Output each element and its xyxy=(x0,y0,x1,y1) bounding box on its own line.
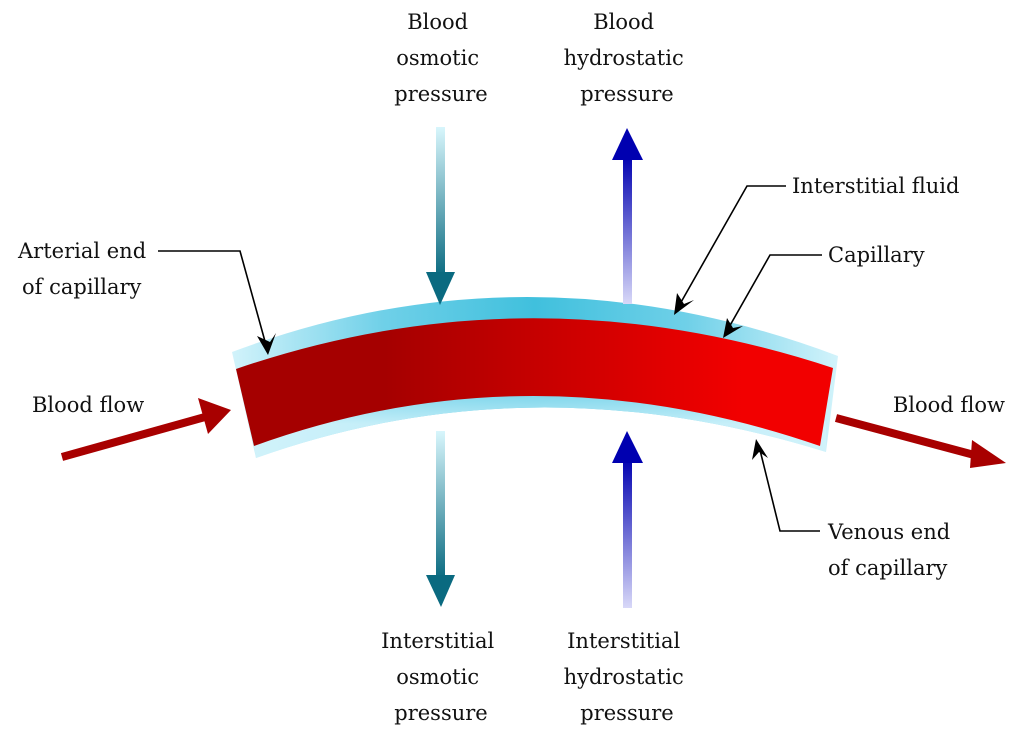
interstitial-hydrostatic-pressure-label: Interstitial hydrostatic pressure xyxy=(564,629,691,725)
blood-hydrostatic-pressure-arrow xyxy=(612,128,643,304)
capillary-vessel xyxy=(236,318,833,446)
blood-flow-in-arrow xyxy=(60,398,231,461)
blood-osmotic-pressure-arrow xyxy=(426,127,455,305)
interstitial-fluid-label: Interstitial fluid xyxy=(792,174,959,198)
blood-flow-in-label: Blood flow xyxy=(32,393,144,417)
arterial-end-label: Arterial end of capillary xyxy=(17,239,153,299)
capillary-label: Capillary xyxy=(828,243,925,267)
blood-flow-out-arrow xyxy=(834,414,1006,468)
blood-osmotic-pressure-label: Blood osmotic pressure xyxy=(394,10,487,106)
venous-end-label: Venous end of capillary xyxy=(827,520,957,580)
venous-end-leader xyxy=(752,439,820,532)
interstitial-osmotic-pressure-arrow xyxy=(426,431,455,607)
capillary-leader xyxy=(723,254,822,338)
blood-hydrostatic-pressure-label: Blood hydrostatic pressure xyxy=(564,10,691,106)
interstitial-fluid-leader xyxy=(674,185,786,315)
blood-flow-out-label: Blood flow xyxy=(893,393,1005,417)
interstitial-hydrostatic-pressure-arrow xyxy=(612,431,643,608)
interstitial-osmotic-pressure-label: Interstitial osmotic pressure xyxy=(381,629,501,725)
arterial-end-leader xyxy=(158,250,276,355)
